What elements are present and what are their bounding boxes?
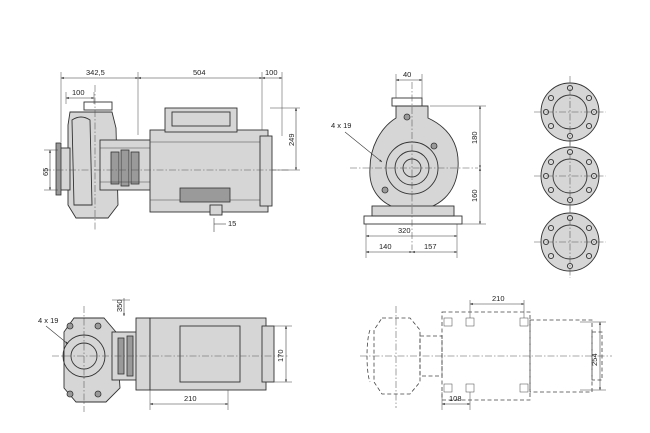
- dim-side-foot-thickness: 15: [228, 219, 236, 228]
- dim-front-shaft-height: 160: [470, 189, 479, 202]
- side-motor: [149, 107, 273, 216]
- dim-front-flange-width: 40: [403, 70, 411, 79]
- side-view: 342,5 504 100 100 249 65 15: [41, 68, 300, 232]
- dim-front-upper-height: 180: [470, 131, 479, 144]
- flange-detail-bottom: [534, 206, 606, 278]
- flange-details: [534, 76, 606, 278]
- dim-side-suction-dn: 65: [41, 168, 50, 176]
- dim-front-left-width: 140: [379, 242, 392, 251]
- dim-top-offset: 350: [115, 299, 124, 312]
- top-view: 4 x 19 350 170 210: [38, 298, 292, 412]
- dim-baseplate-width: 254: [590, 353, 599, 366]
- dim-baseplate-foot-spacing: 210: [492, 294, 505, 303]
- dim-baseplate-foot-offset: 108: [449, 394, 462, 403]
- side-pump-casing: [55, 101, 119, 219]
- dim-side-flange-width: 100: [72, 88, 85, 97]
- dim-side-motor-height: 249: [287, 133, 296, 146]
- front-view: 40 4 x 19 180 160 320 140 157: [331, 70, 486, 258]
- dim-front-holes: 4 x 19: [331, 121, 351, 130]
- dim-side-motor-length: 504: [193, 68, 206, 77]
- dim-top-foot-spacing: 210: [184, 394, 197, 403]
- flange-detail-top: [534, 76, 606, 148]
- dim-front-base-width: 320: [398, 226, 411, 235]
- dim-side-motor-end: 100: [265, 68, 278, 77]
- dim-front-right-width: 157: [424, 242, 437, 251]
- dim-side-suction-offset: 342,5: [86, 68, 105, 77]
- dim-top-holes: 4 x 19: [38, 316, 58, 325]
- dim-top-motor-width: 170: [276, 349, 285, 362]
- side-coupling: [99, 139, 153, 191]
- baseplate-view: 210 254 108: [360, 294, 612, 410]
- flange-detail-middle: [534, 140, 606, 212]
